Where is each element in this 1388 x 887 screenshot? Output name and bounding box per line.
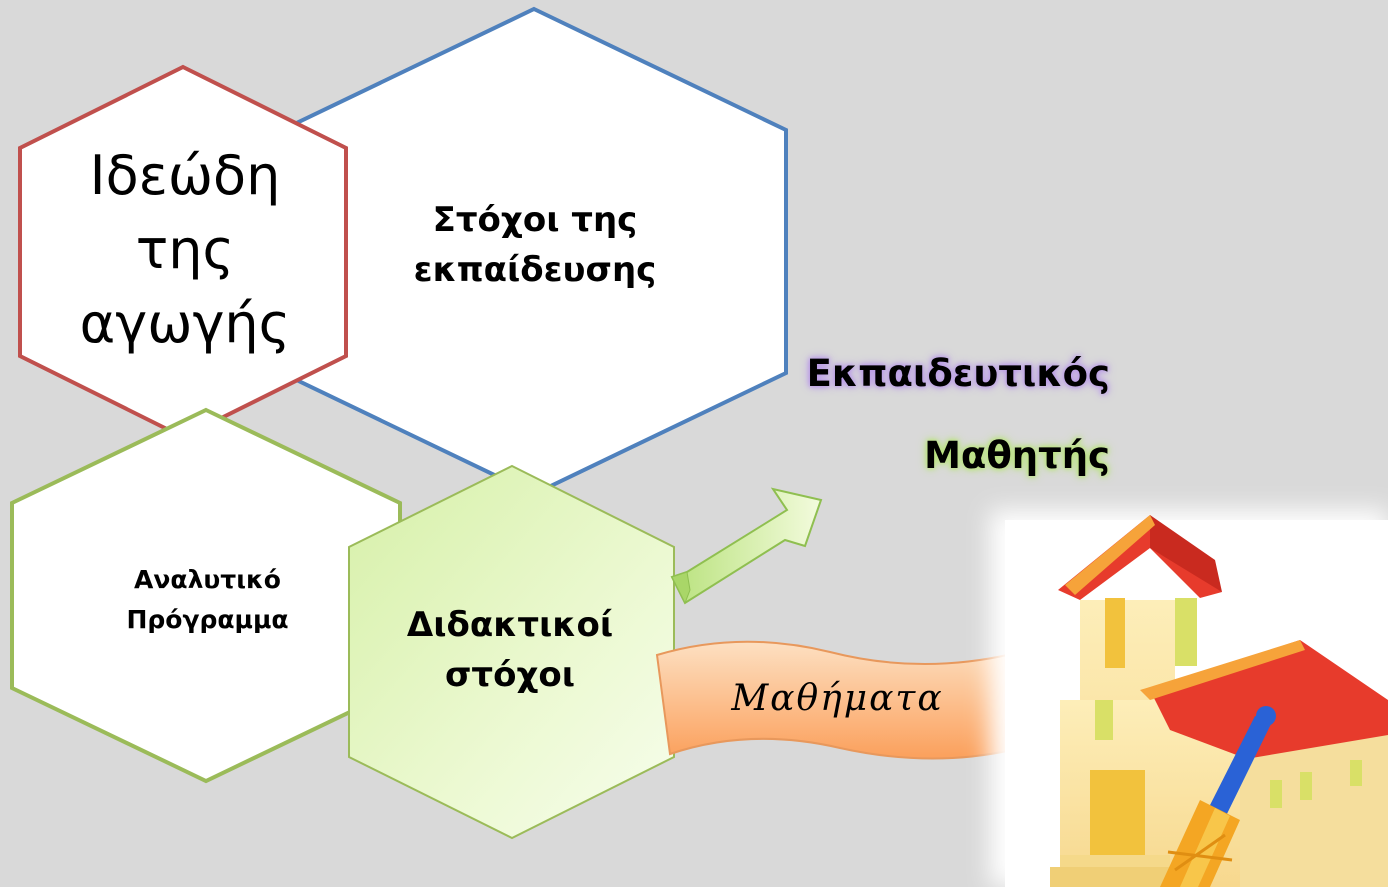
mathitis-label: Μαθητής xyxy=(924,434,1110,477)
analytiko-programma-label: Αναλυτικό Πρόγραμμα xyxy=(126,565,289,634)
arrow-icon xyxy=(670,487,823,605)
hexagon-didaktikoi xyxy=(348,464,675,840)
hexagon-analytiko xyxy=(10,407,402,784)
didaktikoi-stoxoi-label: Διδακτικοί στόχοι xyxy=(406,605,614,695)
ekpaideutikos-label: Εκπαιδευτικός xyxy=(806,352,1110,395)
school-clipart-icon xyxy=(990,510,1388,887)
ideodi-label: Ιδεώδη της αγωγής xyxy=(79,144,291,355)
mathimata-label: Μαθήματα xyxy=(731,677,944,719)
stoxoi-ekpaideusis-label: Στόχοι της εκπαίδευσης xyxy=(413,200,657,290)
